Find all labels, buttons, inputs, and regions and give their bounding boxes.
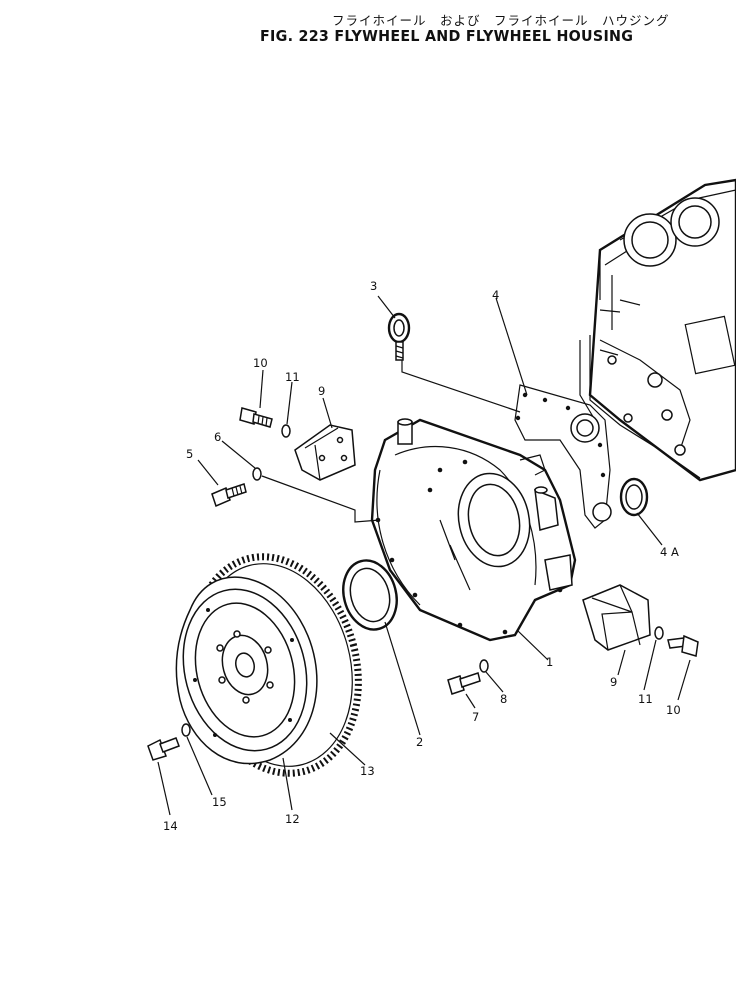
bolt-part-10-upper [239,407,273,428]
washer-part-11-lower [654,626,664,640]
callout-labels: 1 2 3 4 4 A 5 6 7 8 9 9 10 10 11 11 12 1… [163,279,681,833]
oil-seal-part-2 [342,559,398,631]
bolt-part-10-lower [667,634,699,657]
callout-4a: 4 A [660,545,679,559]
bracket-part-9-upper [294,424,356,481]
callout-6: 6 [214,430,221,444]
eye-bolt-part-3 [387,312,411,361]
callout-5: 5 [186,447,193,461]
figure-title-japanese: フライホイール および フライホイール ハウジング [332,13,670,28]
leader-lines [157,295,691,816]
callout-14: 14 [163,819,178,833]
callout-13: 13 [360,764,375,778]
callout-8: 8 [500,692,507,706]
washer-part-6 [252,467,262,481]
bolt-part-5 [211,483,247,508]
callout-12: 12 [285,812,300,826]
figure-title: FIG. 223 FLYWHEEL AND FLYWHEEL HOUSING [260,27,634,45]
callout-15: 15 [212,795,227,809]
flywheel-part-12 [175,576,318,765]
callout-10-lower: 10 [666,703,681,717]
callout-11-lower: 11 [638,692,653,706]
callout-9-lower: 9 [610,675,617,689]
callout-3: 3 [370,279,377,293]
washer-part-15 [181,723,191,737]
washer-part-11-upper [281,424,291,438]
callout-10-upper: 10 [253,356,268,370]
bracket-part-9-lower [582,584,651,651]
seal-ring-part-4a [619,477,649,517]
callout-2: 2 [416,735,423,749]
bolt-part-7 [447,672,481,695]
engine-block [579,178,736,482]
bolt-part-14 [147,737,180,761]
gasket-part-4 [514,384,612,529]
flywheel-housing-part-1 [370,418,577,642]
callout-4: 4 [492,288,499,302]
callout-9-upper: 9 [318,384,325,398]
callout-11-upper: 11 [285,370,300,384]
callout-7: 7 [472,710,479,724]
washer-part-8 [479,659,489,673]
callout-1: 1 [546,655,553,669]
